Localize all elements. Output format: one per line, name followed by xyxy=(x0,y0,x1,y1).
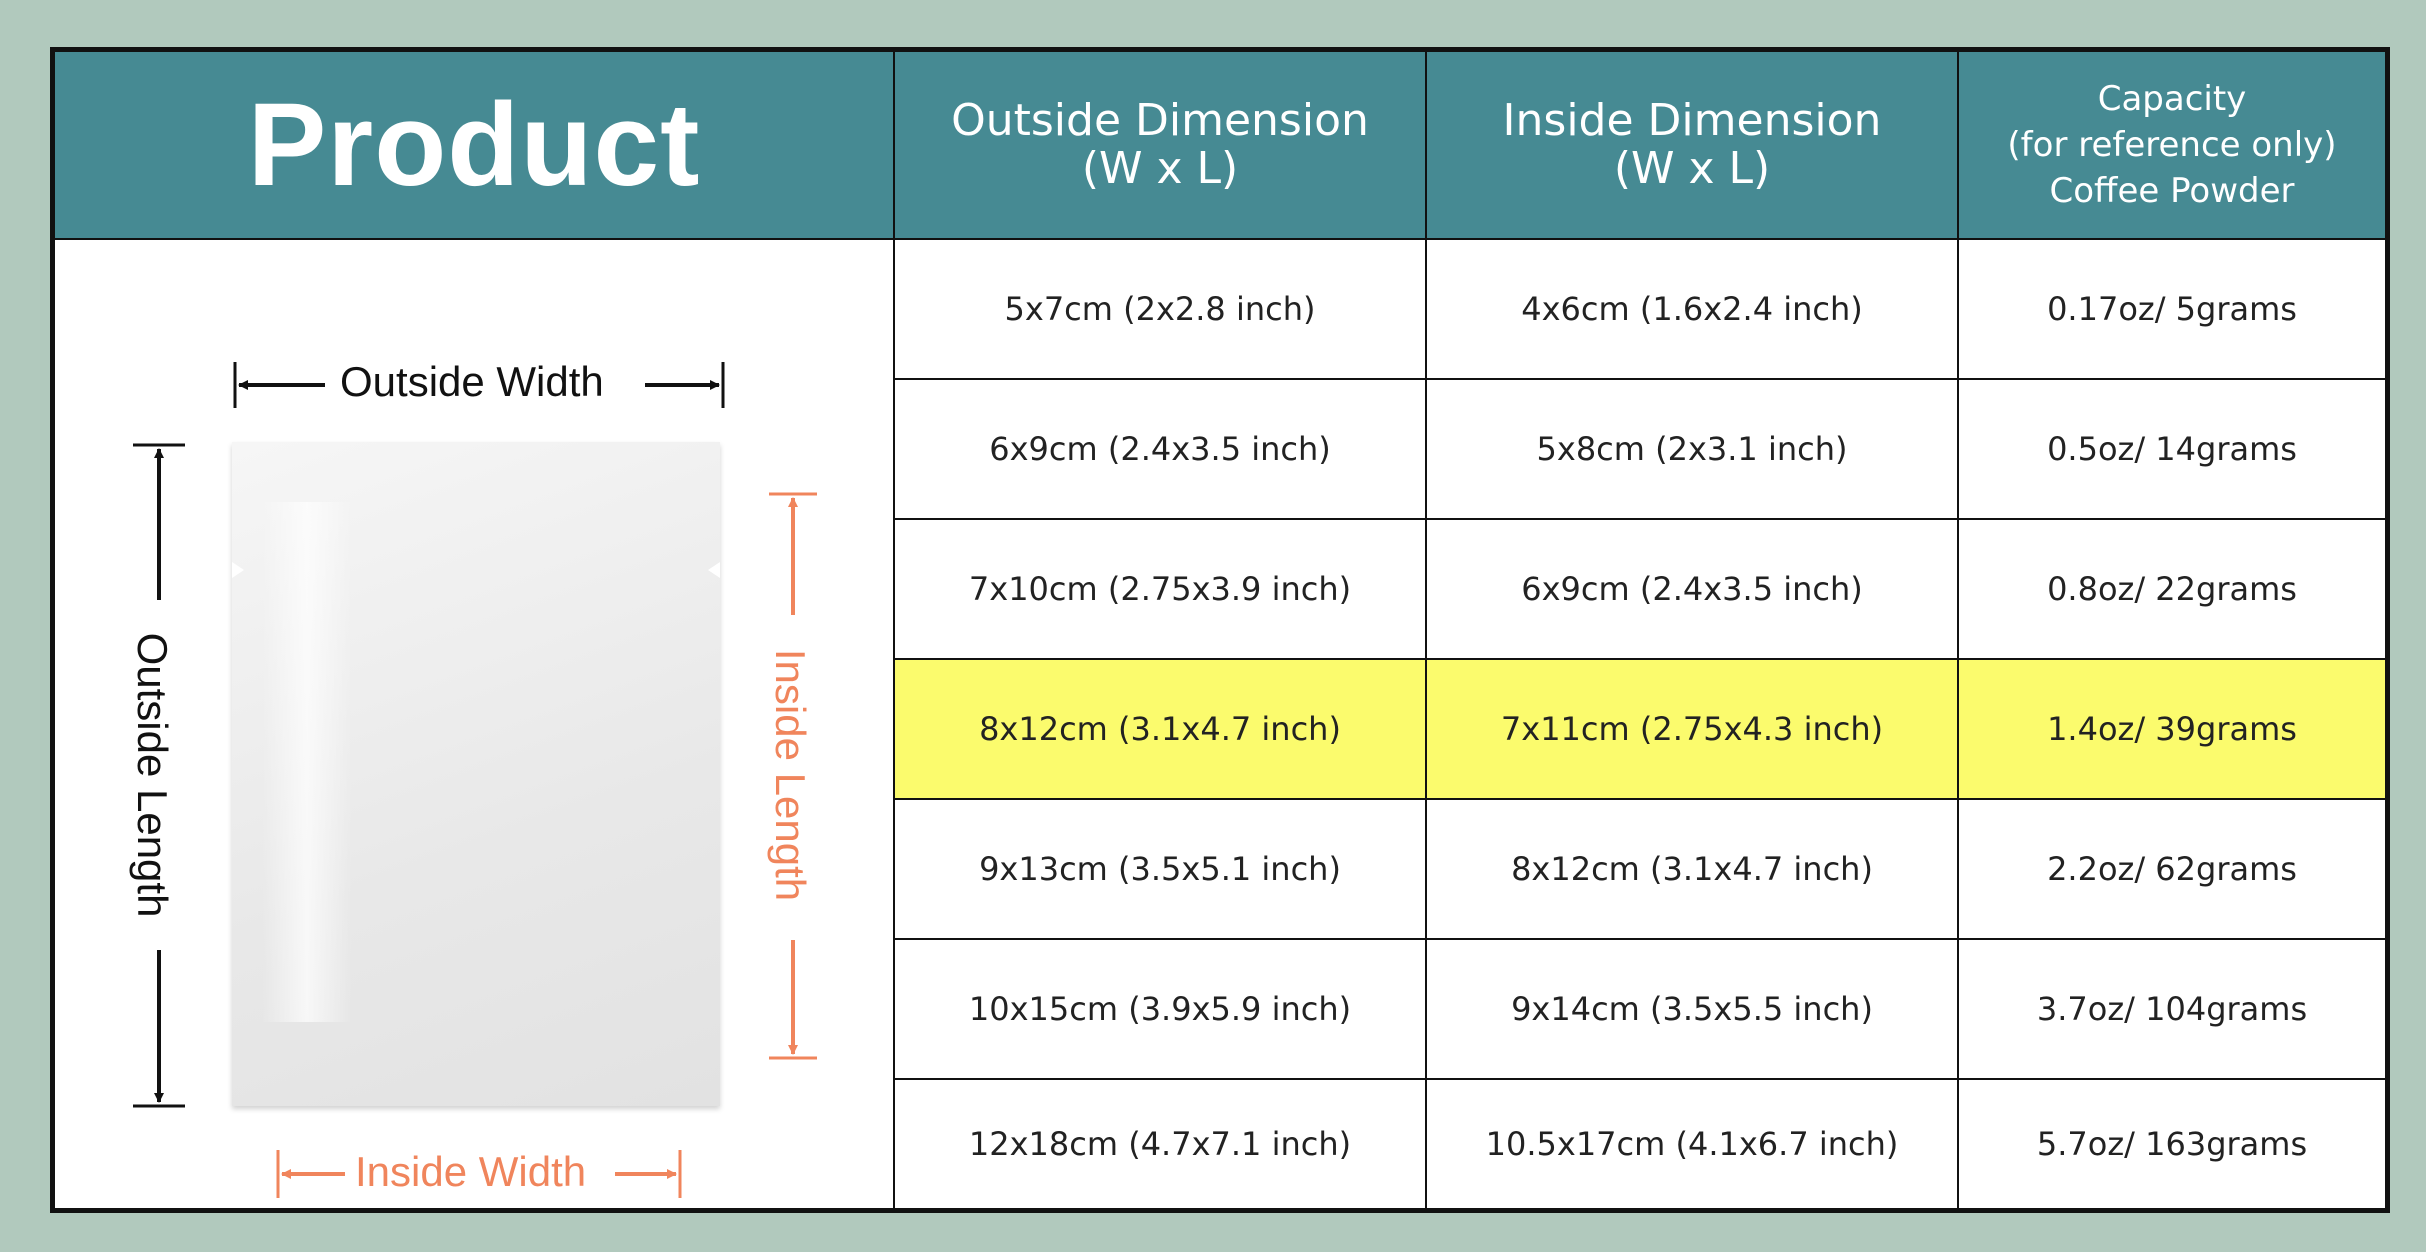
cell-capacity: 3.7oz/ 104grams xyxy=(2036,990,2308,1028)
dimension-arrows xyxy=(133,362,817,1198)
header-outside-dimension: Outside Dimension (W x L) xyxy=(895,52,1425,238)
table-row-highlighted: 8x12cm (3.1x4.7 inch) 7x11cm (2.75x4.3 i… xyxy=(895,660,2385,800)
label-outside-length: Outside Length xyxy=(128,624,176,926)
header-product-label: Product xyxy=(247,79,701,211)
cell-outside-dimension: 12x18cm (4.7x7.1 inch) xyxy=(968,1125,1352,1163)
cell-outside-dimension: 9x13cm (3.5x5.1 inch) xyxy=(979,850,1341,888)
table-header: Product Outside Dimension (W x L) Inside… xyxy=(55,52,2385,240)
cell-capacity: 0.8oz/ 22grams xyxy=(2047,570,2297,608)
tear-notch-right xyxy=(708,562,720,578)
label-outside-width: Outside Width xyxy=(340,358,604,405)
header-capacity: Capacity (for reference only) Coffee Pow… xyxy=(1959,52,2385,238)
label-inside-width: Inside Width xyxy=(355,1148,587,1195)
pouch-image xyxy=(232,442,720,1106)
cell-capacity: 1.4oz/ 39grams xyxy=(2047,710,2297,748)
label-inside-length: Inside Length xyxy=(766,640,814,910)
cell-capacity: 0.5oz/ 14grams xyxy=(2047,430,2297,468)
header-inside-dimension: Inside Dimension (W x L) xyxy=(1427,52,1957,238)
column-divider xyxy=(1957,52,1959,1208)
header-outside-line2: (W x L) xyxy=(1081,143,1239,194)
cell-capacity: 2.2oz/ 62grams xyxy=(2047,850,2297,888)
cell-outside-dimension: 5x7cm (2x2.8 inch) xyxy=(1004,290,1316,328)
cell-outside-dimension: 10x15cm (3.9x5.9 inch) xyxy=(968,990,1352,1028)
size-table-body: 5x7cm (2x2.8 inch) 4x6cm (1.6x2.4 inch) … xyxy=(895,240,2385,1208)
cell-inside-dimension: 6x9cm (2.4x3.5 inch) xyxy=(1521,570,1863,608)
table-row: 10x15cm (3.9x5.9 inch) 9x14cm (3.5x5.5 i… xyxy=(895,940,2385,1080)
header-outside-line1: Outside Dimension xyxy=(951,95,1369,146)
cell-capacity: 0.17oz/ 5grams xyxy=(2047,290,2297,328)
cell-capacity: 5.7oz/ 163grams xyxy=(2036,1125,2308,1163)
header-inside-line1: Inside Dimension xyxy=(1502,95,1882,146)
column-divider xyxy=(1425,52,1427,1208)
column-divider xyxy=(893,52,895,1208)
cell-outside-dimension: 8x12cm (3.1x4.7 inch) xyxy=(979,710,1341,748)
product-illustration: Outside Width Outside Length Inside Leng… xyxy=(55,240,893,1208)
table-row: 9x13cm (3.5x5.1 inch) 8x12cm (3.1x4.7 in… xyxy=(895,800,2385,940)
cell-inside-dimension: 4x6cm (1.6x2.4 inch) xyxy=(1521,290,1863,328)
inside-length-arrow xyxy=(769,492,817,1060)
cell-outside-dimension: 6x9cm (2.4x3.5 inch) xyxy=(989,430,1331,468)
tear-notch-left xyxy=(232,562,244,578)
header-product: Product xyxy=(55,52,893,238)
cell-inside-dimension: 10.5x17cm (4.1x6.7 inch) xyxy=(1485,1125,1899,1163)
cell-outside-dimension: 7x10cm (2.75x3.9 inch) xyxy=(968,570,1352,608)
header-capacity-line2: (for reference only) xyxy=(2007,125,2337,165)
size-chart: Product Outside Dimension (W x L) Inside… xyxy=(50,47,2390,1213)
outside-length-arrow xyxy=(133,443,185,1108)
outside-width-arrow xyxy=(233,362,725,408)
table-row: 7x10cm (2.75x3.9 inch) 6x9cm (2.4x3.5 in… xyxy=(895,520,2385,660)
header-inside-line2: (W x L) xyxy=(1613,143,1771,194)
header-capacity-line3: Coffee Powder xyxy=(2049,171,2295,211)
cell-inside-dimension: 9x14cm (3.5x5.5 inch) xyxy=(1511,990,1873,1028)
table-row: 12x18cm (4.7x7.1 inch) 10.5x17cm (4.1x6.… xyxy=(895,1080,2385,1208)
header-capacity-line1: Capacity xyxy=(2097,79,2247,119)
table-row: 6x9cm (2.4x3.5 inch) 5x8cm (2x3.1 inch) … xyxy=(895,380,2385,520)
cell-inside-dimension: 5x8cm (2x3.1 inch) xyxy=(1536,430,1848,468)
cell-inside-dimension: 8x12cm (3.1x4.7 inch) xyxy=(1511,850,1873,888)
table-row: 5x7cm (2x2.8 inch) 4x6cm (1.6x2.4 inch) … xyxy=(895,240,2385,380)
cell-inside-dimension: 7x11cm (2.75x4.3 inch) xyxy=(1500,710,1884,748)
inside-width-arrow xyxy=(276,1150,682,1198)
